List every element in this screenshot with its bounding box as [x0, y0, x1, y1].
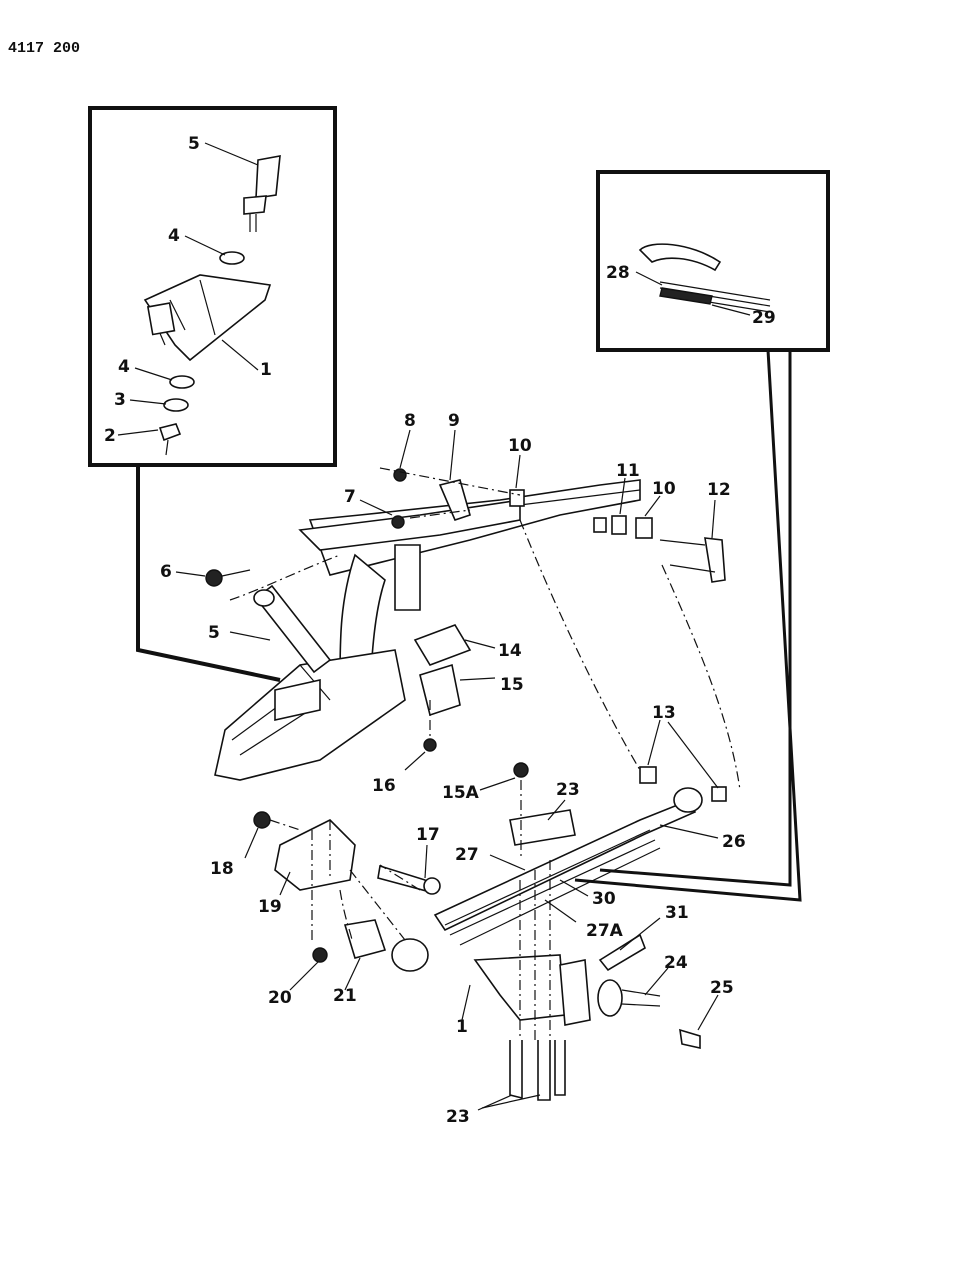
label-15a: 15A: [442, 783, 480, 803]
inset-spring-liner-detail: [596, 170, 830, 352]
spring-eye-front: [673, 787, 703, 813]
label-19: 19: [258, 897, 282, 917]
inset-box-left: [88, 106, 337, 467]
liner-31: [598, 933, 646, 972]
inset-connector-left: [136, 465, 281, 682]
leaf-spring: [433, 766, 727, 946]
label-23-bottom: 23: [446, 1107, 470, 1127]
label-5-inset: 5: [188, 134, 200, 154]
washer-3: [163, 398, 189, 412]
axle-hub: [597, 979, 623, 1017]
label-7: 7: [344, 487, 356, 507]
label-10-top: 10: [508, 436, 532, 456]
nut-2: [158, 423, 182, 442]
inset-connector-right: [599, 348, 792, 887]
label-26: 26: [722, 832, 746, 852]
label-3: 3: [114, 390, 126, 410]
label-30: 30: [592, 889, 616, 909]
spring-plate-14: [413, 624, 472, 666]
frame-rail: [214, 479, 641, 781]
label-17: 17: [416, 825, 440, 845]
spring-eye-rear: [391, 938, 429, 972]
washer-4-bottom: [169, 375, 195, 389]
bushing-13-left: [639, 766, 657, 784]
bolt-25: [679, 1028, 701, 1049]
label-12: 12: [707, 480, 731, 500]
label-25: 25: [710, 978, 734, 998]
label-4-inset-bottom: 4: [118, 357, 130, 377]
label-18: 18: [210, 859, 234, 879]
document-number: 4117 200: [8, 40, 81, 57]
label-14: 14: [498, 641, 522, 661]
label-5-main: 5: [208, 623, 220, 643]
bushing-21: [343, 919, 387, 959]
label-6: 6: [160, 562, 172, 582]
label-27a: 27A: [586, 921, 624, 941]
mount-bolts: [205, 468, 525, 587]
label-28: 28: [606, 263, 630, 283]
label-27: 27: [455, 845, 479, 865]
u-bolts: [509, 1040, 566, 1101]
label-13: 13: [652, 703, 676, 723]
nut-18: [253, 811, 271, 829]
label-16: 16: [372, 776, 396, 796]
label-8: 8: [404, 411, 416, 431]
washer-4-top: [219, 251, 245, 265]
bumper-15: [419, 663, 461, 717]
label-4-inset-top: 4: [168, 226, 180, 246]
label-9: 9: [448, 411, 460, 431]
label-11: 11: [616, 461, 640, 481]
label-24: 24: [664, 953, 688, 973]
bushing-13-right: [711, 786, 727, 802]
label-29: 29: [752, 308, 776, 328]
spring-seat-23: [509, 809, 576, 846]
label-31: 31: [665, 903, 689, 923]
label-20: 20: [268, 988, 292, 1008]
label-21: 21: [333, 986, 357, 1006]
label-2: 2: [104, 426, 116, 446]
label-1-main: 1: [456, 1017, 468, 1037]
label-15: 15: [500, 675, 524, 695]
spring-eye-liner: [638, 243, 722, 272]
label-10-right: 10: [652, 479, 676, 499]
frame-rear-section: [214, 649, 406, 781]
inset-box-right: [596, 170, 830, 352]
bolt-20: [312, 947, 328, 963]
shock-bracket: [143, 274, 272, 362]
bolt-17: [377, 864, 432, 894]
shackle-assembly: [593, 515, 726, 583]
inset-shock-mount-detail: [88, 106, 337, 467]
liner-pad: [659, 287, 713, 305]
bolt-16: [423, 738, 437, 752]
label-1-inset: 1: [260, 360, 272, 380]
assembly-centerlines: [229, 467, 741, 1040]
label-23-top: 23: [556, 780, 580, 800]
callout-labels: 5 4 1 4 3 2 28 29 8 9 10 7 11 10 12 6 5 …: [104, 134, 776, 1127]
nut-15a: [513, 762, 529, 778]
shock-absorber-top: [255, 155, 281, 199]
leader-lines: [175, 429, 719, 1111]
